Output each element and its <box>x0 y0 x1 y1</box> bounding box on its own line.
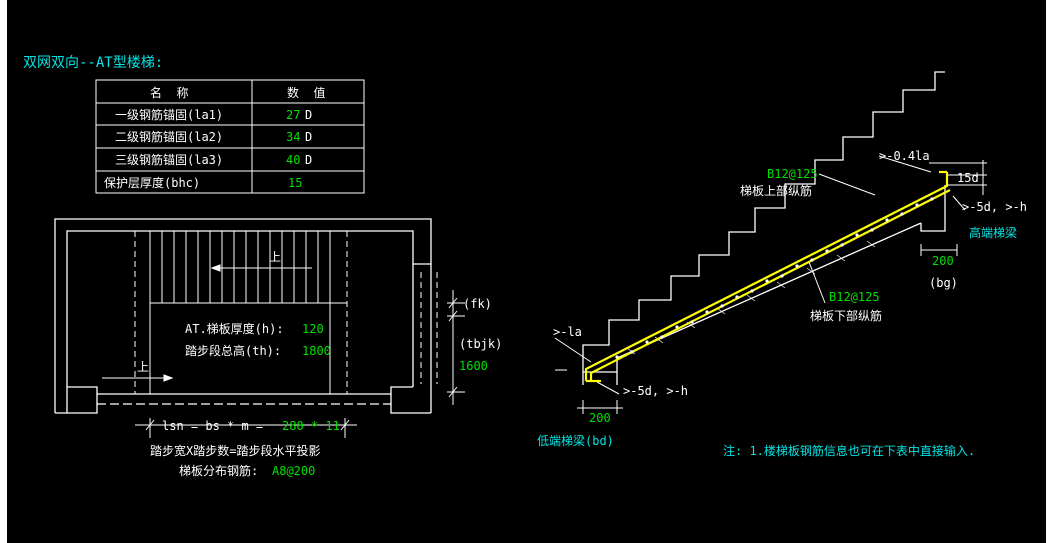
table-header-value: 数 值 <box>287 85 325 100</box>
table-row-unit: D <box>305 130 312 144</box>
section-rebar <box>584 170 951 383</box>
parameter-table <box>95 79 365 194</box>
bottom-rebar-spec[interactable]: B12@125 <box>829 290 880 304</box>
table-row-name: 保护层厚度(bhc) <box>104 175 200 190</box>
fk-label: (fk) <box>463 297 492 311</box>
up-label: 上 <box>269 250 281 264</box>
total-height-value[interactable]: 1800 <box>302 344 331 358</box>
section-rebar-dots <box>615 197 934 359</box>
low-beam-label: 低端梯梁(bd) <box>537 433 614 448</box>
table-row-value[interactable]: 34 <box>286 130 300 144</box>
tbjk-label: (tbjk) <box>459 337 502 351</box>
low-anchor-la-dim: >-la <box>553 325 582 339</box>
cad-drawing-canvas: 双网双向--AT型楼梯: 名 称 数 值 一级钢筋锚固(la1) 27 D 二级… <box>7 0 1046 543</box>
table-row-name: 一级钢筋锚固(la1) <box>115 107 223 122</box>
run-formula-caption: 踏步宽X踏步数=踏步段水平投影 <box>150 443 320 458</box>
top-rebar-label: 梯板上部纵筋 <box>740 183 812 198</box>
up-label: 上 <box>137 360 149 374</box>
stair-plan-view <box>54 218 432 414</box>
high-beam-width[interactable]: 200 <box>932 254 954 268</box>
plan-up-arrows <box>102 264 312 382</box>
tbjk-value[interactable]: 1600 <box>459 359 488 373</box>
total-height-label: 踏步段总高(th): <box>185 343 281 358</box>
plan-dashed-edges <box>134 231 438 394</box>
plan-right-dimensions <box>447 290 465 405</box>
table-row-unit: D <box>305 153 312 167</box>
table-row-value[interactable]: 15 <box>288 176 302 190</box>
table-row-name: 三级钢筋锚固(la3) <box>115 152 223 167</box>
top-anchor-dim: >-0.4la <box>879 149 930 163</box>
high-anchor-dim: >-5d, >-h <box>962 200 1027 214</box>
low-anchor-dim: >-5d, >-h <box>623 384 688 398</box>
bg-label: (bg) <box>929 276 958 290</box>
diagram-title: 双网双向--AT型楼梯: <box>23 55 163 71</box>
table-row-value[interactable]: 27 <box>286 108 300 122</box>
table-row-name: 二级钢筋锚固(la2) <box>115 129 223 144</box>
run-formula-prefix: lsn = bs * m = <box>162 419 263 433</box>
distribution-rebar-value[interactable]: A8@200 <box>272 464 315 478</box>
distribution-rebar-label: 梯板分布钢筋: <box>179 463 258 478</box>
low-beam-width[interactable]: 200 <box>589 411 611 425</box>
thickness-value[interactable]: 120 <box>302 322 324 336</box>
table-header-name: 名 称 <box>150 85 188 100</box>
note-text: 注: 1.楼梯板钢筋信息也可在下表中直接输入. <box>723 443 975 458</box>
table-row-value[interactable]: 40 <box>286 153 300 167</box>
top-rebar-spec[interactable]: B12@125 <box>767 167 818 181</box>
stair-section-view <box>582 71 946 385</box>
bottom-rebar-label: 梯板下部纵筋 <box>810 308 882 323</box>
section-leaders <box>554 155 987 414</box>
plan-bottom-dimension <box>135 418 357 438</box>
high-beam-label: 高端梯梁 <box>969 225 1017 240</box>
run-formula-value[interactable]: 280 * 11 <box>282 419 340 433</box>
plan-step-lines <box>149 231 347 394</box>
table-row-unit: D <box>305 108 312 122</box>
thickness-label: AT.梯板厚度(h): <box>185 321 284 336</box>
stair-diagram: 双网双向--AT型楼梯: 名 称 数 值 一级钢筋锚固(la1) 27 D 二级… <box>23 55 1027 478</box>
bend-15d-label: 15d <box>957 171 979 185</box>
